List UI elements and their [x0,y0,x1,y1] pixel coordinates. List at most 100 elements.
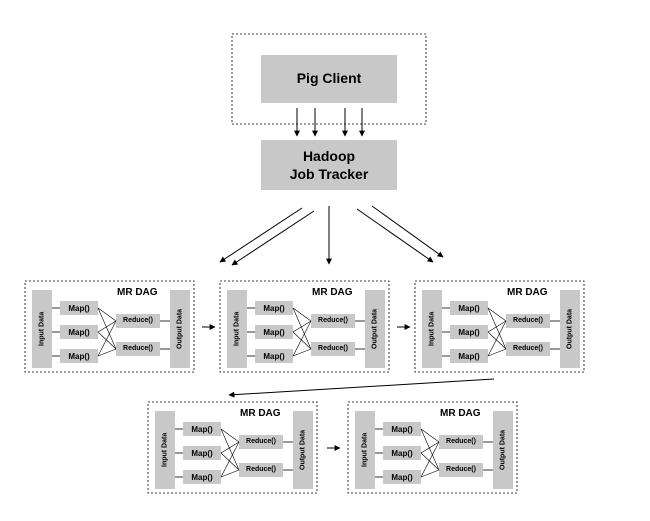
dag-5-reduce-box-2 [439,463,483,477]
dag-4-map-label-3: Map() [191,473,213,482]
client-box [261,55,397,103]
dag-1-output-box [170,290,190,368]
dag-4-output-label: Output Data [299,429,307,471]
dag-5-input-label: Input Data [361,432,369,468]
dag-4-shuffle-line-3-1 [220,441,240,478]
dag-4-map-label-1: Map() [191,425,213,434]
dag-5-map-label-1: Map() [391,425,413,434]
dag-2-shuffle-line-3-2 [292,348,312,357]
dag-3-shuffle-line-3-2 [487,348,507,357]
dag-4-reduce-label-1: Reduce() [246,438,276,445]
dag-2-reduce-box-2 [311,342,355,356]
dag-4-map-label-2: Map() [191,449,213,458]
dag-4-container [147,401,318,494]
dag-1-title: MR DAG [117,287,158,298]
dag-1-map-box-1 [60,301,98,315]
dag-2-shuffle-line-3-1 [292,320,312,357]
dag-1-map-box-2 [60,325,98,339]
dag-3-input-box [422,290,442,368]
dag-4-title: MR DAG [240,408,281,419]
dag-3-title: MR DAG [507,287,548,298]
dag-2-output-label: Output Data [371,308,379,350]
dag-5-map-label-2: Map() [391,449,413,458]
dag-3-map-label-2: Map() [458,328,480,337]
dag-3-shuffle-line-1-2 [487,307,507,350]
dag-5-reduce-label-1: Reduce() [446,438,476,445]
dag3-to-dag4-arrow [228,378,495,398]
dag-3-reduce-box-2 [506,342,550,356]
dag-2-map-label-3: Map() [263,352,285,361]
dag-1-reduce-box-2 [116,342,160,356]
dag-5-map-box-2 [383,446,421,460]
dag-4-map-box-3 [183,470,221,484]
dag-2-shuffle-line-1-1 [292,307,312,322]
dag-1-shuffle-line-3-2 [97,348,117,357]
dag-3-output-box [560,290,580,368]
dag-3-shuffle-line-1-1 [487,307,507,322]
dag-1-reduce-label-2: Reduce() [123,345,153,352]
tracker-to-dag1-arrow-a [219,207,303,263]
dag-5-shuffle-line-1-2 [420,428,440,471]
dag-2-shuffle-line-2-2 [292,331,312,350]
dag-2-output-box [365,290,385,368]
tracker-to-dag3-arrow-b [371,205,444,258]
dag-5-map-box-1 [383,422,421,436]
dag-4-input-box [155,411,175,489]
dag-1-shuffle-line-1-2 [97,307,117,350]
dag-5-shuffle-line-3-1 [420,441,440,478]
dag-1-shuffle-line-3-1 [97,320,117,357]
dag-4-shuffle-line-2-1 [220,441,240,454]
dag-5-container [347,401,518,494]
dag-3-reduce-box-1 [506,314,550,328]
dag-5-reduce-label-2: Reduce() [446,466,476,473]
dag-5-output-label: Output Data [499,429,507,471]
dag-2-map-label-2: Map() [263,328,285,337]
dag-3-map-label-1: Map() [458,304,480,313]
dag-3-map-label-3: Map() [458,352,480,361]
dag-4-reduce-label-2: Reduce() [246,466,276,473]
dag-5-map-box-3 [383,470,421,484]
dag-1-container [24,280,195,373]
dag-2-map-label-1: Map() [263,304,285,313]
dag-2-reduce-label-1: Reduce() [318,317,348,324]
dag-1-map-label-1: Map() [68,304,90,313]
dag-1-output-label: Output Data [176,308,184,350]
client-container [231,33,427,125]
client-label: Pig Client [296,70,362,86]
dag-1-map-box-3 [60,349,98,363]
dag-5-title: MR DAG [440,408,481,419]
dag-1-map-label-3: Map() [68,352,90,361]
dag-5-output-box [493,411,513,489]
dag-1-shuffle-line-2-1 [97,320,117,333]
dag-5-shuffle-line-1-1 [420,428,440,443]
dag-3-reduce-label-2: Reduce() [513,345,543,352]
dag-2-input-box [227,290,247,368]
tracker-to-dag3-arrow-a [356,208,434,263]
dag-3-input-label: Input Data [428,311,436,347]
dag-2-input-label: Input Data [233,311,241,347]
dag-1-map-label-2: Map() [68,328,90,337]
dag-4-shuffle-line-2-2 [220,452,240,471]
dag-4-map-box-1 [183,422,221,436]
dag-2-container [219,280,390,373]
dag-4-shuffle-line-1-1 [220,428,240,443]
dag-3-shuffle-line-2-1 [487,320,507,333]
dag-3-reduce-label-1: Reduce() [513,317,543,324]
dag-4-shuffle-line-3-2 [220,469,240,478]
dag-3-shuffle-line-3-1 [487,320,507,357]
dag-2-map-box-3 [255,349,293,363]
dag-5-reduce-box-1 [439,435,483,449]
dag-2-reduce-box-1 [311,314,355,328]
tracker-label-line1: Hadoop [302,148,356,164]
dag-5-shuffle-line-2-1 [420,441,440,454]
dag-2-reduce-label-2: Reduce() [318,345,348,352]
dag-1-reduce-box-1 [116,314,160,328]
dag-3-output-label: Output Data [566,308,574,350]
tracker-box [261,140,397,190]
dag-2-title: MR DAG [312,287,353,298]
dag-5-shuffle-line-3-2 [420,469,440,478]
dag-4-output-box [293,411,313,489]
tracker-to-dag1-arrow-b [231,210,315,266]
dag-4-reduce-box-1 [239,435,283,449]
